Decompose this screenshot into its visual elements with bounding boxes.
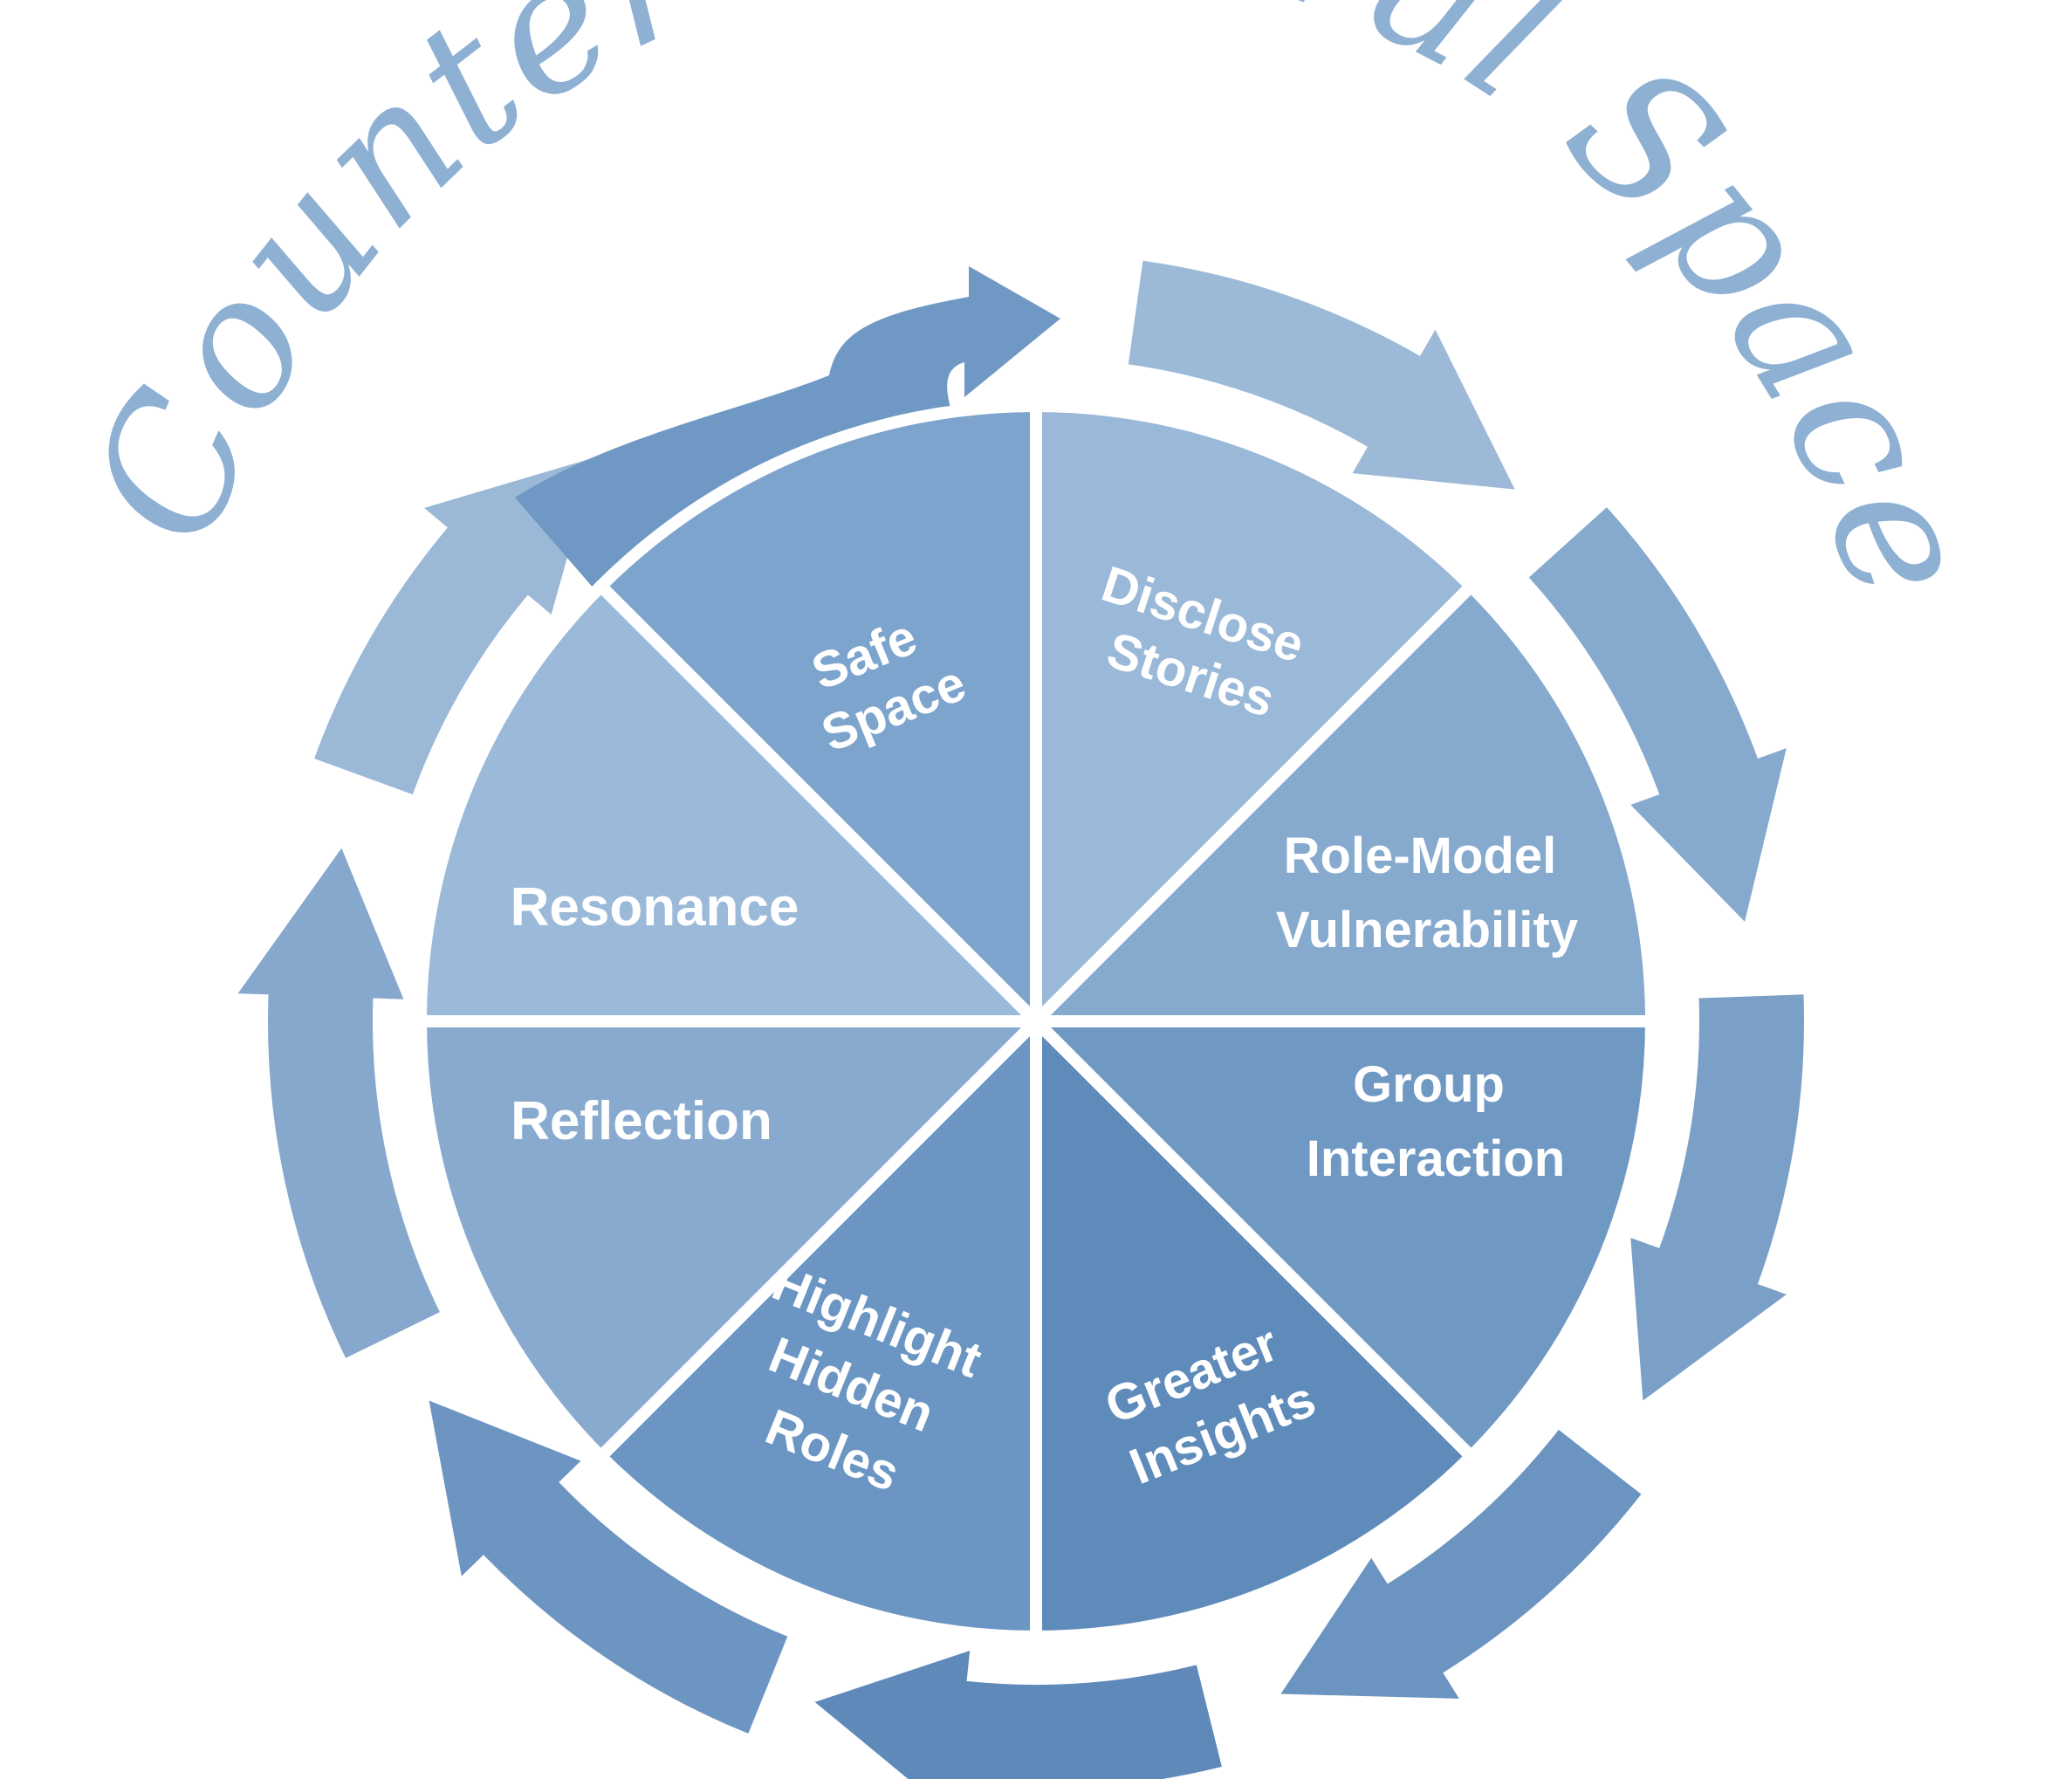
wedge-role-model-vulnerability	[1030, 580, 1657, 1027]
wedge-reflection	[415, 1015, 1042, 1463]
cycle-arrow-5	[814, 1651, 1222, 1779]
wedge-disclose-stories	[1030, 400, 1478, 1027]
label-role-model-vulnerability: Role-Model Vulnerability	[1276, 828, 1578, 958]
label-group-interaction: Group Interaction	[1307, 1056, 1566, 1187]
wedge-highlight-hidden-roles	[594, 1015, 1042, 1643]
pie-wedges	[415, 400, 1657, 1643]
cycle-arrow-4	[1280, 1429, 1642, 1699]
label-reflection: Reflection	[511, 1091, 772, 1151]
wedge-safe-space	[594, 400, 1042, 1027]
label-resonance: Resonance	[511, 877, 799, 938]
cycle-arrow-2	[1528, 507, 1787, 922]
cycle-arrows	[237, 260, 1804, 1779]
wedge-resonance	[415, 580, 1042, 1027]
cycle-arrow-7	[237, 848, 440, 1358]
cycle-arrow-8	[314, 457, 596, 795]
cycle-arrow-1	[1128, 260, 1515, 490]
wedge-greater-insights	[1030, 1015, 1478, 1643]
cycle-arrow-3	[1630, 994, 1804, 1401]
cycle-arrow-6	[429, 1400, 788, 1734]
wedge-group-interaction	[1030, 1015, 1657, 1463]
